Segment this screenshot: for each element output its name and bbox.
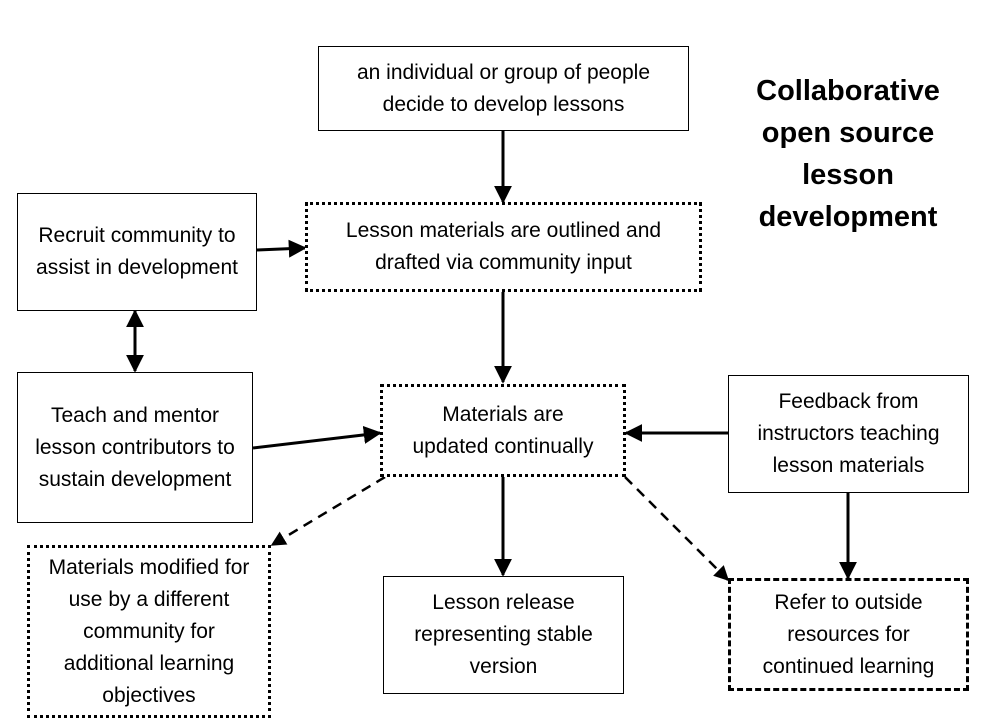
node-modified: Materials modified for use by a differen… — [27, 545, 271, 718]
diagram-title: Collaborative open source lesson develop… — [756, 75, 940, 233]
node-feedback-label: Feedback from instructors teaching lesso… — [757, 390, 940, 477]
node-modified-label: Materials modified for use by a differen… — [48, 555, 250, 707]
edge-updated-to-modified — [270, 475, 386, 547]
node-release-label: Lesson release representing stable versi… — [414, 591, 593, 678]
node-updated-label: Materials are updated continually — [412, 402, 594, 458]
edge-recruit-to-outlined — [256, 239, 307, 258]
node-recruit: Recruit community to assist in developme… — [17, 193, 257, 311]
node-recruit-label: Recruit community to assist in developme… — [36, 224, 238, 279]
node-updated: Materials are updated continually — [380, 384, 626, 477]
node-outlined: Lesson materials are outlined and drafte… — [305, 202, 702, 292]
node-start: an individual or group of people decide … — [318, 46, 689, 131]
node-teach: Teach and mentor lesson contributors to … — [17, 372, 253, 523]
node-refer-label: Refer to outside resources for continued… — [762, 590, 935, 678]
node-feedback: Feedback from instructors teaching lesso… — [728, 375, 969, 493]
node-outlined-label: Lesson materials are outlined and drafte… — [345, 219, 662, 274]
edge-updated-to-refer — [624, 476, 730, 582]
node-release: Lesson release representing stable versi… — [383, 576, 624, 694]
node-teach-label: Teach and mentor lesson contributors to … — [35, 403, 235, 491]
node-refer: Refer to outside resources for continued… — [728, 578, 969, 691]
node-start-label: an individual or group of people decide … — [356, 60, 651, 116]
edge-teach-to-updated — [252, 425, 382, 450]
